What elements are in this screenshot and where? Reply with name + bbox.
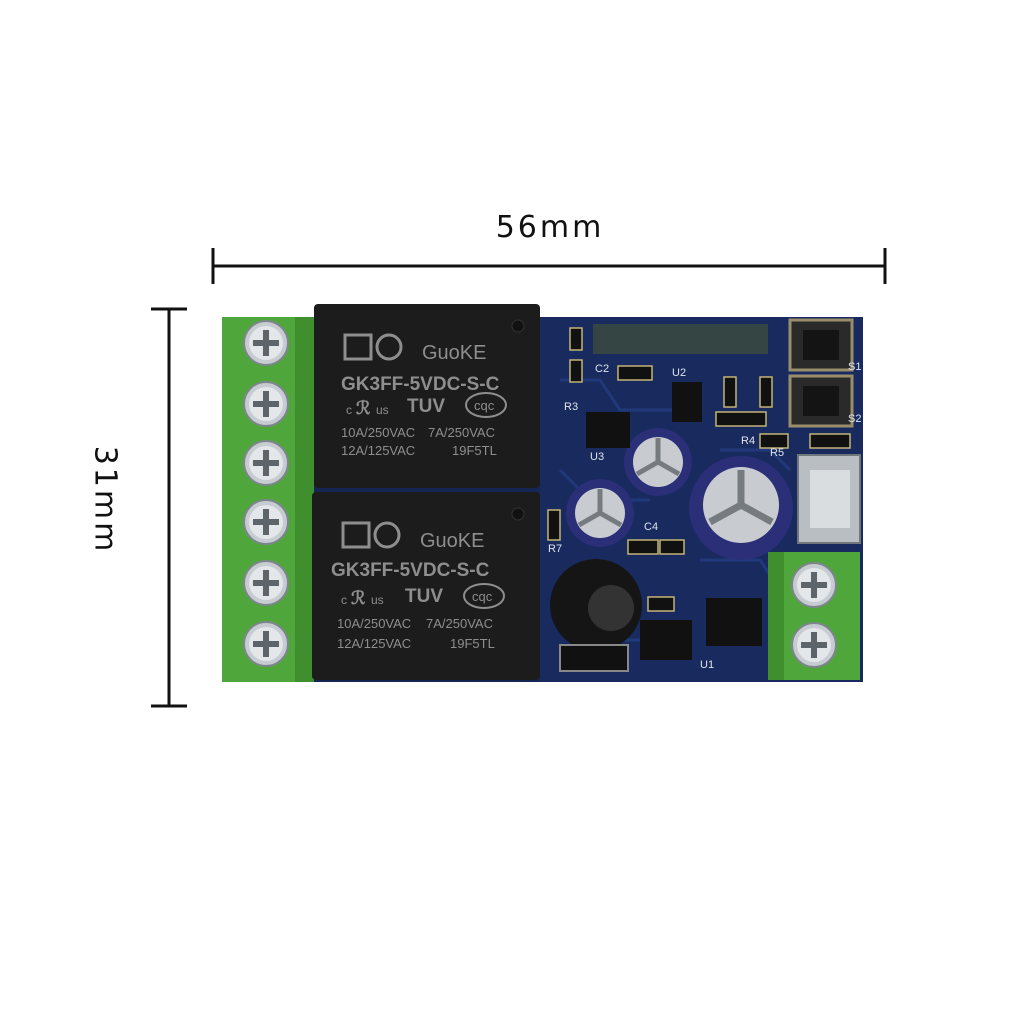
width-dimension-line [211,248,887,284]
svg-text:cqc: cqc [474,398,495,413]
relay-1-model: GK3FF-5VDC-S-C [341,374,500,395]
svg-text:S1: S1 [848,361,861,373]
svg-text:R3: R3 [564,401,578,413]
capacitor-1 [624,428,692,496]
svg-text:S2: S2 [848,413,861,425]
svg-text:C4: C4 [644,521,658,533]
relay-2-brand: GuoKE [420,530,484,552]
relay-1-markings: GuoKE GK3FF-5VDC-S-C c ℛ us TUV cqc 10A/… [341,333,507,458]
svg-text:R4: R4 [741,435,755,447]
svg-text:us: us [376,403,389,417]
svg-text:us: us [371,593,384,607]
svg-text:12A/125VAC: 12A/125VAC [341,443,415,458]
terminal-screw [243,621,289,667]
svg-text:U2: U2 [672,367,686,379]
relay-2-markings: GuoKE GK3FF-5VDC-S-C c ℛ us TUV cqc 10A/… [331,521,505,651]
svg-text:R7: R7 [548,543,562,555]
terminal-screw [243,440,289,486]
svg-text:C2: C2 [595,363,609,375]
micro-usb-port [797,454,861,544]
svg-text:7A/250VAC: 7A/250VAC [428,425,495,440]
svg-text:19F5TL: 19F5TL [450,636,495,651]
push-button-s2 [788,374,854,428]
rf-module-strip [593,324,768,354]
ic-chips [559,382,762,672]
terminal-screw [243,499,289,545]
svg-text:19F5TL: 19F5TL [452,443,497,458]
relay-1-tuv: TUV [407,396,445,417]
width-dimension-label: 56mm [495,210,605,245]
inductor [550,559,642,651]
svg-text:ℛ: ℛ [356,398,371,418]
svg-text:ℛ: ℛ [351,588,366,608]
smd-components [547,327,851,612]
svg-text:10A/250VAC: 10A/250VAC [337,616,411,631]
terminal-screw [243,320,289,366]
relay-2-tuv: TUV [405,586,443,607]
svg-text:cqc: cqc [472,589,493,604]
svg-text:12A/125VAC: 12A/125VAC [337,636,411,651]
height-dimension-line [151,307,187,708]
svg-text:R5: R5 [770,447,784,459]
relay-1-brand: GuoKE [422,342,486,364]
svg-text:c: c [341,593,347,607]
terminal-screw [243,381,289,427]
right-terminal-block [768,552,860,680]
svg-text:U1: U1 [700,659,714,671]
svg-text:U3: U3 [590,451,604,463]
push-button-s1 [788,318,854,372]
svg-text:c: c [346,403,352,417]
relay-2-model: GK3FF-5VDC-S-C [331,560,490,581]
silkscreen-labels: C2 U2 R3 U3 R4 R5 C4 R7 U1 S1 S2 [548,361,861,671]
terminal-screw [243,560,289,606]
svg-text:7A/250VAC: 7A/250VAC [426,616,493,631]
capacitor-2 [566,479,634,547]
svg-text:10A/250VAC: 10A/250VAC [341,425,415,440]
capacitor-3 [689,456,793,560]
